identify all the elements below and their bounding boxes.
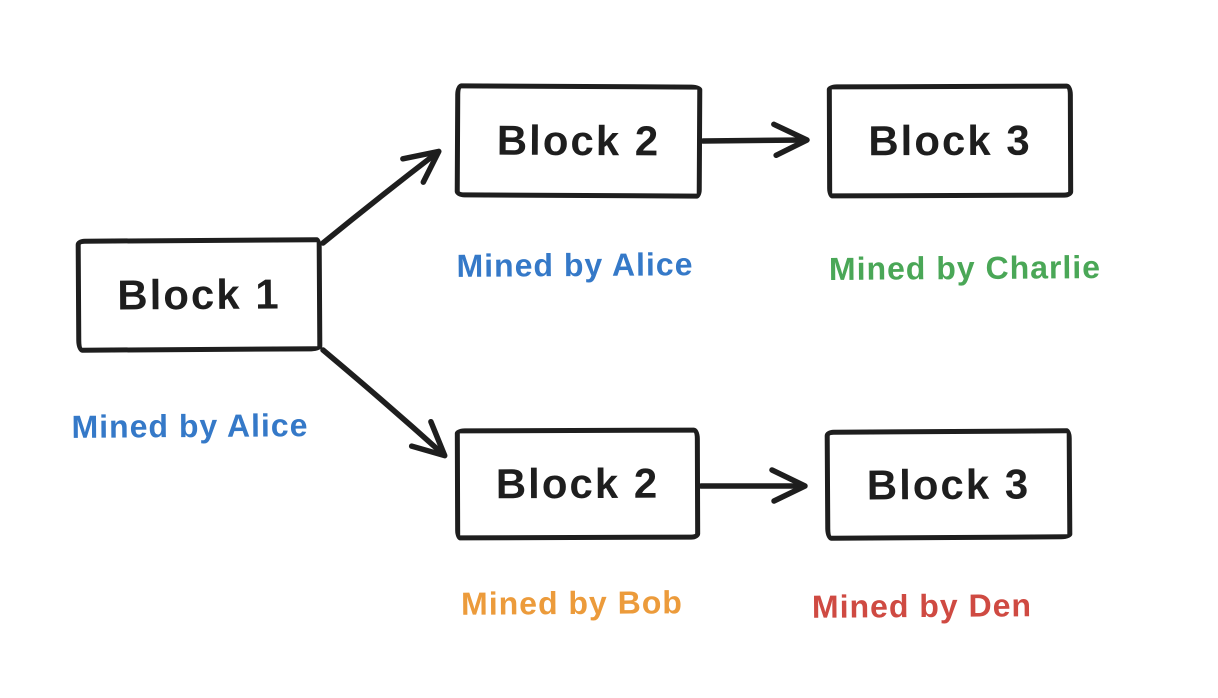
miner-label-block-3-bottom: Mined by Den — [811, 587, 1033, 625]
node-block-2-bottom-label: Block 2 — [495, 459, 660, 508]
node-block-2-bottom: Block 2 — [454, 427, 701, 541]
node-block-3-top: Block 3 — [826, 83, 1074, 199]
miner-label-block-2-bottom: Mined by Bob — [460, 584, 683, 622]
node-block-2-top-label: Block 2 — [496, 116, 661, 165]
node-block-3-bottom-label: Block 3 — [866, 460, 1031, 508]
node-block-2-top: Block 2 — [454, 83, 703, 199]
miner-label-block-2-top: Mined by Alice — [456, 246, 694, 284]
arrow-block1-to-block2-top — [320, 148, 442, 246]
arrow-block1-to-block2-bottom — [320, 347, 448, 459]
miner-label-block-1: Mined by Alice — [71, 407, 309, 445]
arrow-block2top-to-block3top — [700, 121, 810, 159]
node-block-3-bottom: Block 3 — [824, 428, 1073, 541]
miner-label-block-3-top: Mined by Charlie — [828, 249, 1102, 287]
node-block-1-label: Block 1 — [117, 270, 281, 319]
node-block-3-top-label: Block 3 — [868, 116, 1032, 165]
node-block-1: Block 1 — [75, 237, 323, 353]
